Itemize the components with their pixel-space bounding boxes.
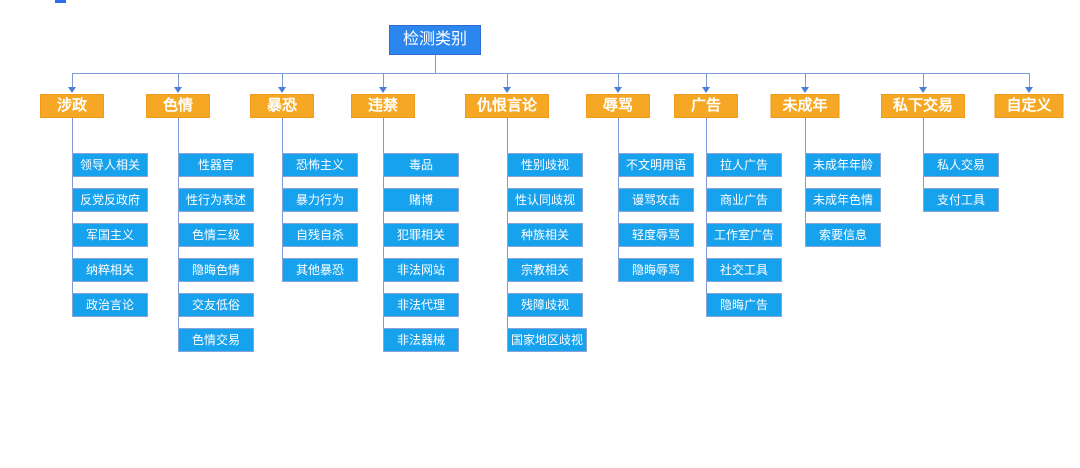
arrowhead-down-icon [278,87,286,93]
category-node: 未成年 [770,94,840,118]
subcategory-node: 暴力行为 [282,188,358,212]
branch-stub-line [507,73,508,88]
subcategory-node: 反党反政府 [72,188,148,212]
subcategory-node: 性别歧视 [507,153,583,177]
subcategory-node: 非法器械 [383,328,459,352]
subcategory-node: 残障歧视 [507,293,583,317]
category-node: 色情 [146,94,210,118]
subcategory-node: 私人交易 [923,153,999,177]
subcategory-node: 非法代理 [383,293,459,317]
subcategory-node: 支付工具 [923,188,999,212]
arrowhead-down-icon [379,87,387,93]
subcategory-node: 政治言论 [72,293,148,317]
subcategory-node: 工作室广告 [706,223,782,247]
subcategory-node: 索要信息 [805,223,881,247]
subcategory-node: 性认同歧视 [507,188,583,212]
category-node: 广告 [674,94,738,118]
root-connector-line [435,55,436,73]
subcategory-node: 军国主义 [72,223,148,247]
subcategory-node: 不文明用语 [618,153,694,177]
branch-stub-line [1029,73,1030,88]
category-node: 私下交易 [880,94,966,118]
subcategory-node: 性行为表述 [178,188,254,212]
branch-stub-line [805,73,806,88]
arrowhead-down-icon [702,87,710,93]
subcategory-node: 犯罪相关 [383,223,459,247]
subcategory-node: 色情三级 [178,223,254,247]
arrowhead-down-icon [503,87,511,93]
subcategory-node: 交友低俗 [178,293,254,317]
branch-stub-line [383,73,384,88]
subcategory-node: 隐晦色情 [178,258,254,282]
arrowhead-down-icon [174,87,182,93]
subcategory-node: 拉人广告 [706,153,782,177]
branch-stub-line [706,73,707,88]
subcategory-node: 领导人相关 [72,153,148,177]
subcategory-node: 商业广告 [706,188,782,212]
arrowhead-down-icon [919,87,927,93]
subcategory-node: 轻度辱骂 [618,223,694,247]
branch-stub-line [178,73,179,88]
category-node: 暴恐 [250,94,314,118]
subcategory-node: 隐晦广告 [706,293,782,317]
subcategory-node: 社交工具 [706,258,782,282]
branch-stub-line [618,73,619,88]
subcategory-node: 纳粹相关 [72,258,148,282]
arrowhead-down-icon [1025,87,1033,93]
category-node: 涉政 [40,94,104,118]
top-left-cropped-element [55,0,66,3]
arrowhead-down-icon [68,87,76,93]
subcategory-node: 未成年年龄 [805,153,881,177]
subcategory-node: 宗教相关 [507,258,583,282]
branch-stub-line [72,73,73,88]
subcategory-node: 赌博 [383,188,459,212]
subcategory-node: 其他暴恐 [282,258,358,282]
subcategory-node: 种族相关 [507,223,583,247]
subcategory-node: 非法网站 [383,258,459,282]
subcategory-node: 恐怖主义 [282,153,358,177]
subcategory-node: 国家地区歧视 [507,328,588,352]
root-node: 检测类别 [388,25,482,55]
subcategory-node: 毒品 [383,153,459,177]
branch-stub-line [282,73,283,88]
subcategory-node: 自残自杀 [282,223,358,247]
arrowhead-down-icon [801,87,809,93]
subcategory-node: 未成年色情 [805,188,881,212]
arrowhead-down-icon [614,87,622,93]
category-node: 仇恨言论 [464,94,550,118]
subcategory-node: 色情交易 [178,328,254,352]
subcategory-node: 谩骂攻击 [618,188,694,212]
bus-line [72,73,1029,74]
category-node: 违禁 [351,94,415,118]
branch-stub-line [923,73,924,88]
subcategory-node: 性器官 [178,153,254,177]
subcategory-node: 隐晦辱骂 [618,258,694,282]
category-node: 自定义 [994,94,1064,118]
category-node: 辱骂 [586,94,650,118]
